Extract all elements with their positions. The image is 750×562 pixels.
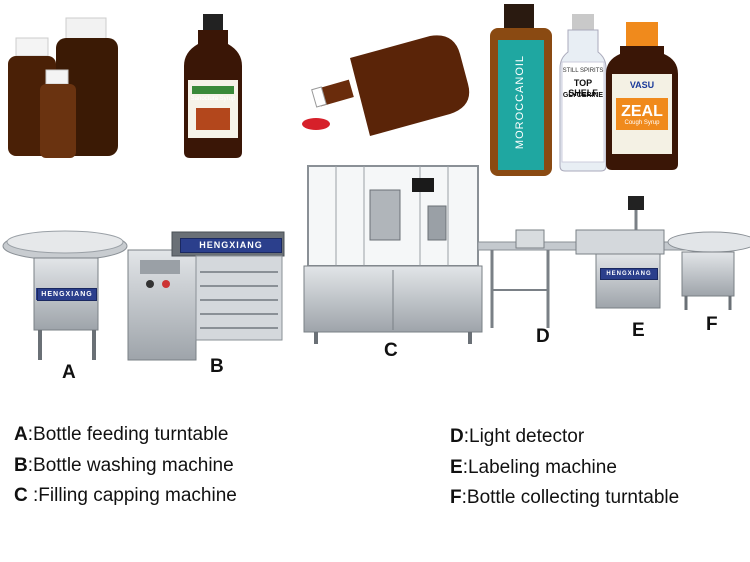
product-bottles bbox=[8, 4, 678, 176]
syrup-bottle bbox=[184, 14, 242, 158]
syrup-label-text: Sanoctura Syrup bbox=[190, 96, 236, 102]
amber-bottle-group bbox=[8, 17, 118, 158]
vasu-brand-text: VASU bbox=[629, 80, 655, 90]
legend-item-b: B:Bottle washing machine bbox=[14, 455, 234, 476]
machine-e-labeler bbox=[575, 196, 665, 309]
machine-f-turntable bbox=[667, 231, 750, 310]
machine-d-detector bbox=[490, 229, 550, 328]
legend-item-f: F:Bottle collecting turntable bbox=[450, 487, 680, 508]
brand-plate-a: HENGXIANG bbox=[37, 288, 97, 301]
legend-text: Bottle feeding turntable bbox=[33, 424, 229, 445]
topshelf-sub-text: GLYCERINE bbox=[562, 92, 604, 99]
topshelf-top-text: STILL SPIRITS bbox=[562, 68, 604, 74]
legend-letter: F bbox=[450, 487, 462, 508]
legend-letter: D bbox=[450, 426, 464, 447]
legend-text: Bottle collecting turntable bbox=[466, 487, 680, 508]
zeal-name-text: ZEAL bbox=[621, 103, 663, 120]
brand-plate-b: HENGXIANG bbox=[180, 238, 282, 253]
station-letter-a: A bbox=[62, 362, 76, 383]
legend-text: Light detector bbox=[469, 426, 585, 447]
legend-letter: B bbox=[14, 455, 28, 476]
legend-text: Filling capping machine bbox=[38, 485, 237, 506]
legend-item-d: D:Light detector bbox=[450, 426, 585, 447]
oil-bottle bbox=[490, 4, 552, 176]
legend-text: Bottle washing machine bbox=[33, 455, 234, 476]
glycerine-bottle bbox=[559, 14, 607, 172]
station-letter-b: B bbox=[210, 356, 224, 377]
station-letter-f: F bbox=[706, 314, 718, 335]
legend-letter: A bbox=[14, 424, 28, 445]
legend-item-e: E:Labeling machine bbox=[450, 457, 617, 478]
station-letter-c: C bbox=[384, 340, 398, 361]
legend-letter: E bbox=[450, 457, 463, 478]
legend-letter: C bbox=[14, 485, 28, 506]
machine-c-filler bbox=[303, 165, 483, 344]
station-letter-e: E bbox=[632, 320, 645, 341]
brand-plate-e: HENGXIANG bbox=[600, 268, 658, 280]
legend-item-a: A:Bottle feeding turntable bbox=[14, 424, 229, 445]
zeal-sub-text: Cough Syrup bbox=[624, 120, 660, 126]
legend-text: Labeling machine bbox=[467, 457, 617, 478]
legend-item-c: C :Filling capping machine bbox=[14, 485, 237, 506]
tipped-bottle bbox=[302, 35, 470, 137]
oil-brand-text: MOROCCANOIL bbox=[514, 54, 526, 150]
topshelf-name-text: TOP SHELF bbox=[568, 78, 598, 98]
station-letter-d: D bbox=[536, 326, 550, 347]
zeal-bottle bbox=[606, 22, 678, 170]
